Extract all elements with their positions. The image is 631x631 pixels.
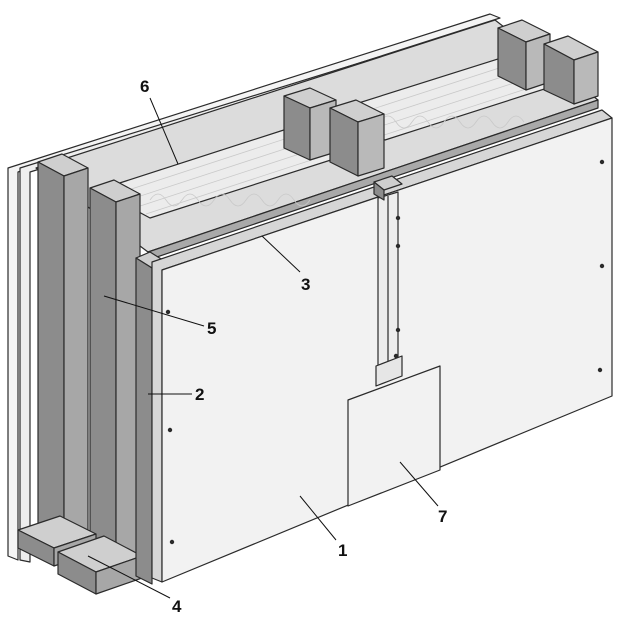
leader-6: [149, 97, 179, 165]
leader-1: [299, 495, 337, 541]
rear-board-outer: [7, 13, 501, 561]
front-gypsum-board: [151, 109, 613, 583]
screw: [395, 243, 401, 249]
screw: [393, 353, 399, 359]
screw: [395, 215, 401, 221]
callout-6: 6: [140, 77, 149, 96]
stud-front-left-front: [135, 257, 153, 585]
leader-4: [87, 555, 171, 599]
leader-7: [399, 461, 439, 507]
screw: [395, 327, 401, 333]
left-studs: [37, 153, 141, 573]
stud-front-a: [283, 95, 311, 161]
stud-left-1-side: [63, 167, 89, 553]
insulation-texture: [109, 57, 567, 215]
leader-3: [261, 235, 301, 273]
callout-labels: 1 2 3 4 5 6 7: [140, 77, 447, 616]
stud-left-1-front: [37, 161, 65, 553]
stud-side-b: [357, 113, 385, 177]
access-panel: [347, 355, 441, 507]
callout-5: 5: [207, 319, 216, 338]
access-panel-step: [375, 355, 403, 387]
stud-left-2-front: [89, 187, 117, 573]
screw: [599, 159, 605, 165]
callout-2: 2: [195, 385, 204, 404]
leader-5: [103, 295, 205, 327]
screw: [169, 539, 175, 545]
stud-front-front-center: [373, 181, 385, 201]
screws: [165, 159, 605, 545]
callout-1: 1: [338, 541, 347, 560]
screw: [597, 367, 603, 373]
stud-side-d: [573, 51, 599, 105]
access-panel-face: [347, 365, 441, 507]
screw: [165, 309, 171, 315]
top-stud-blocks: [283, 19, 599, 177]
callout-3: 3: [301, 275, 310, 294]
bottom-track-blocks: [17, 515, 143, 595]
leader-lines: [87, 97, 439, 599]
callout-7: 7: [438, 507, 447, 526]
screw: [167, 427, 173, 433]
callout-4: 4: [172, 597, 182, 616]
screw: [599, 263, 605, 269]
